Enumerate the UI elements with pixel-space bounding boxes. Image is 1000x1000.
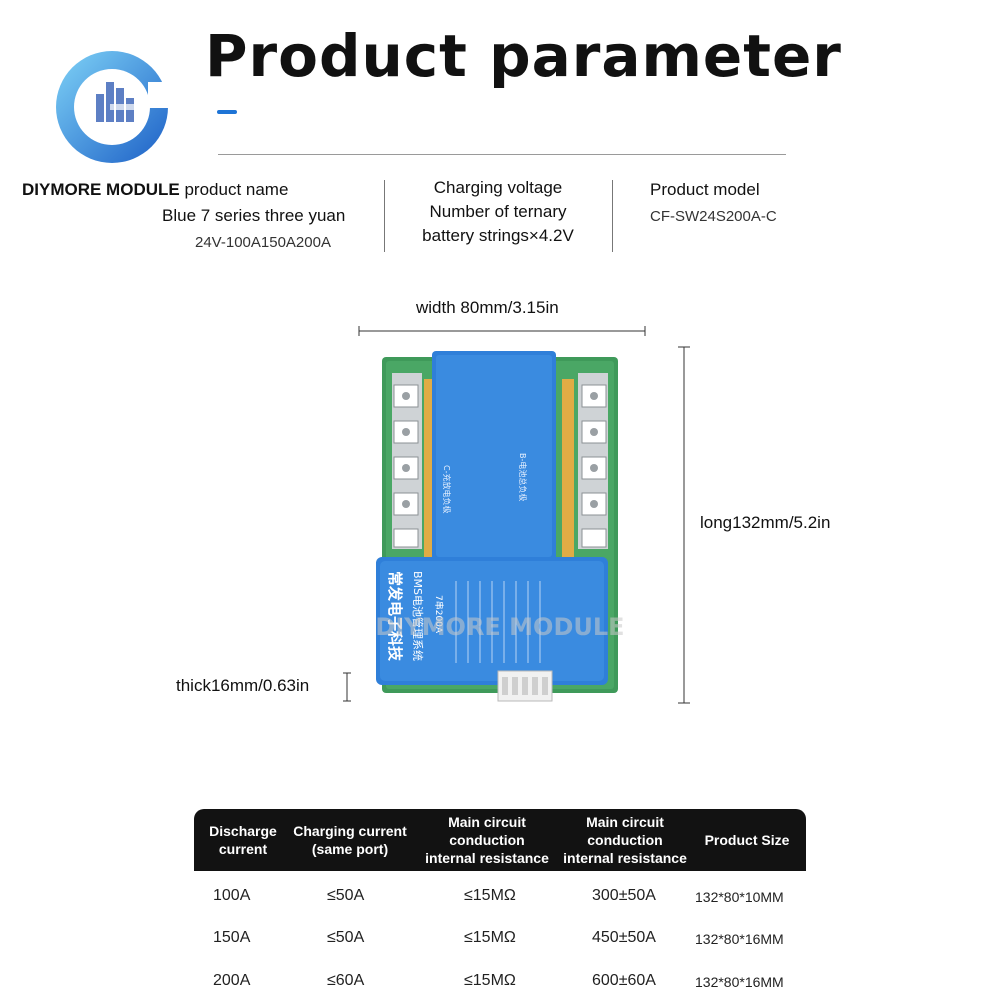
width-dimension: width 80mm/3.15in (416, 298, 559, 317)
page-title: Product parameter (205, 22, 842, 90)
thickness-arrow (343, 672, 351, 702)
table-cell: 150A (213, 929, 251, 946)
board-model: 7串200A (433, 595, 444, 634)
product-name-value: Blue 7 series three yuan (162, 206, 346, 225)
spec-table-header: Discharge current Charging current (same… (194, 809, 806, 871)
divider (218, 154, 786, 155)
charging-line: Charging voltage (433, 178, 563, 197)
table-cell: ≤15MΩ (464, 972, 516, 989)
table-cell: 132*80*16MM (695, 931, 784, 947)
board-right-label: B-电池总负极 (518, 453, 528, 501)
table-cell: 450±50A (592, 929, 656, 946)
width-arrow (358, 326, 646, 336)
board-system: BMS电池管理系统 (411, 571, 425, 661)
table-cell: ≤15MΩ (464, 929, 516, 946)
charging-line: Number of ternary (429, 202, 567, 221)
table-cell: 300±50A (592, 887, 656, 904)
board-brand: 常发电子科技 (386, 571, 404, 662)
table-cell: ≤15MΩ (464, 887, 516, 904)
table-cell: ≤60A (327, 972, 365, 989)
bms-board-image: C-充放电负极 B-电池总负极 常发电子科技 BMS电池管理系统 7串200A … (375, 351, 625, 702)
col-header-resistance: Main circuit conduction internal resista… (425, 814, 549, 866)
product-name-label: DIYMORE MODULE product name (22, 180, 288, 200)
product-model-value: CF-SW24S200A-C (650, 208, 777, 225)
col-header-discharge: Discharge current (209, 823, 277, 857)
divider (612, 180, 613, 252)
brand-name: DIYMORE MODULE (22, 180, 180, 199)
divider (384, 180, 385, 252)
title-accent (217, 110, 237, 114)
table-cell: 100A (213, 887, 251, 904)
table-cell: 132*80*10MM (695, 889, 784, 905)
length-arrow (678, 346, 690, 704)
table-cell: 600±60A (592, 972, 656, 989)
col-header-charging: Charging current (same port) (293, 823, 407, 857)
table-cell: ≤50A (327, 929, 365, 946)
table-cell: 200A (213, 972, 251, 989)
thickness-dimension: thick16mm/0.63in (176, 676, 310, 695)
watermark: DIYMORE MODULE (375, 613, 624, 641)
brand-logo (56, 51, 172, 163)
col-header-size: Product Size (704, 832, 790, 848)
product-variants: 24V-100A150A200A (195, 234, 331, 251)
charging-voltage-block: Charging voltage Number of ternary batte… (398, 176, 598, 248)
table-cell: 132*80*16MM (695, 974, 784, 990)
board-left-label: C-充放电负极 (442, 465, 452, 513)
table-cell: ≤50A (327, 887, 365, 904)
product-model-label: Product model (650, 180, 760, 199)
name-label: product name (184, 180, 289, 199)
length-dimension: long132mm/5.2in (700, 513, 831, 532)
col-header-resistance-2: Main circuit conduction internal resista… (563, 814, 687, 866)
charging-line: battery strings×4.2V (422, 226, 574, 245)
